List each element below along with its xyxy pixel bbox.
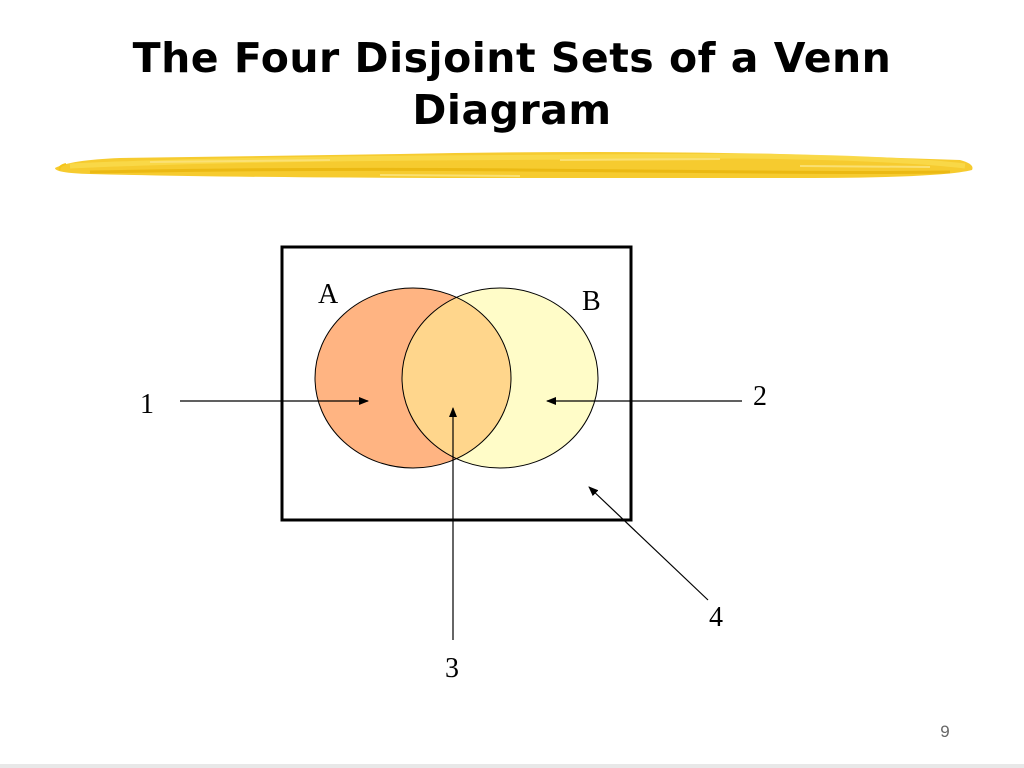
region-1-label: 1 — [140, 389, 154, 420]
set-a-label: A — [318, 279, 339, 310]
title-line-1: The Four Disjoint Sets of a Venn — [132, 34, 892, 82]
page-number: 9 — [940, 722, 950, 741]
arrow-region-4 — [588, 486, 709, 601]
set-b-outline — [401, 287, 599, 469]
title-line-2: Diagram — [412, 86, 612, 134]
intersection-region — [402, 288, 511, 468]
bottom-divider — [0, 764, 1024, 768]
region-2-label: 2 — [753, 381, 767, 412]
set-b-label: B — [582, 286, 601, 317]
brush-stroke-divider — [55, 152, 973, 178]
region-3-label: 3 — [445, 653, 459, 684]
region-4-label: 4 — [709, 602, 723, 633]
set-a-outline — [314, 287, 512, 469]
slide-title: The Four Disjoint Sets of a Venn Diagram — [60, 32, 964, 136]
